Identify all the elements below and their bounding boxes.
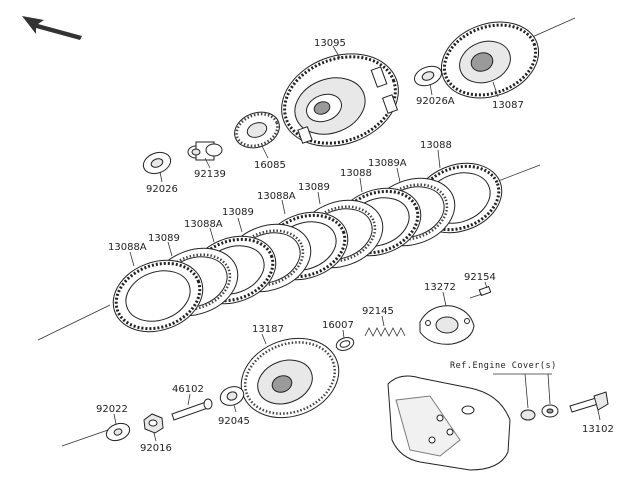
part-92145-spring [364,315,406,337]
label-13088A-c: 13088A [108,242,147,253]
label-ref-engine-cover: Ref.Engine Cover(s) [450,361,557,371]
label-13089-a: 13089 [298,182,330,193]
label-13089-b: 13089 [222,207,254,218]
label-13089A: 13089A [368,158,407,169]
label-13187: 13187 [252,324,284,335]
part-92026A-washer [413,65,443,96]
part-labels: 13095 13087 92026A 16085 92139 92026 130… [96,38,614,454]
label-92026A: 92026A [416,96,455,107]
part-92026-washer [142,151,172,183]
clutch-plate-stack [112,149,503,333]
label-92154: 92154 [464,272,496,283]
part-13087-clutch-housing [440,21,540,99]
part-92016-nut [143,413,164,442]
assembly-axis-lines [37,17,576,447]
part-13187-clutch-hub [240,333,340,419]
label-13087: 13087 [492,100,524,111]
label-13088-mid: 13088 [340,168,372,179]
label-92016: 92016 [140,443,172,454]
part-46102-push-rod [171,393,213,421]
part-92139-bushing [187,141,223,169]
label-46102: 46102 [172,384,204,395]
label-16085: 16085 [254,160,286,171]
label-13272: 13272 [424,282,456,293]
part-13102-release-lever [569,391,609,421]
label-13089-c: 13089 [148,233,180,244]
label-92045: 92045 [218,416,250,427]
label-13102: 13102 [582,424,614,435]
label-13088A-b: 13088A [184,219,223,230]
part-13095-clutch-hub [281,45,399,147]
label-13095: 13095 [314,38,346,49]
part-92045-bearing [219,386,245,413]
label-13088A-a: 13088A [257,191,296,202]
engine-cover-reference [387,373,559,471]
label-92145: 92145 [362,306,394,317]
label-92139: 92139 [194,169,226,180]
part-16007-ring [335,329,355,351]
part-13272-pressure-plate [419,291,475,345]
front-direction-arrow-icon [22,16,82,40]
part-92154-bolt [469,281,492,299]
label-13088-top: 13088 [420,140,452,151]
part-92022-washer [105,413,131,442]
part-16085-gear [234,111,280,159]
label-92026: 92026 [146,184,178,195]
label-92022: 92022 [96,404,128,415]
label-16007: 16007 [322,320,354,331]
